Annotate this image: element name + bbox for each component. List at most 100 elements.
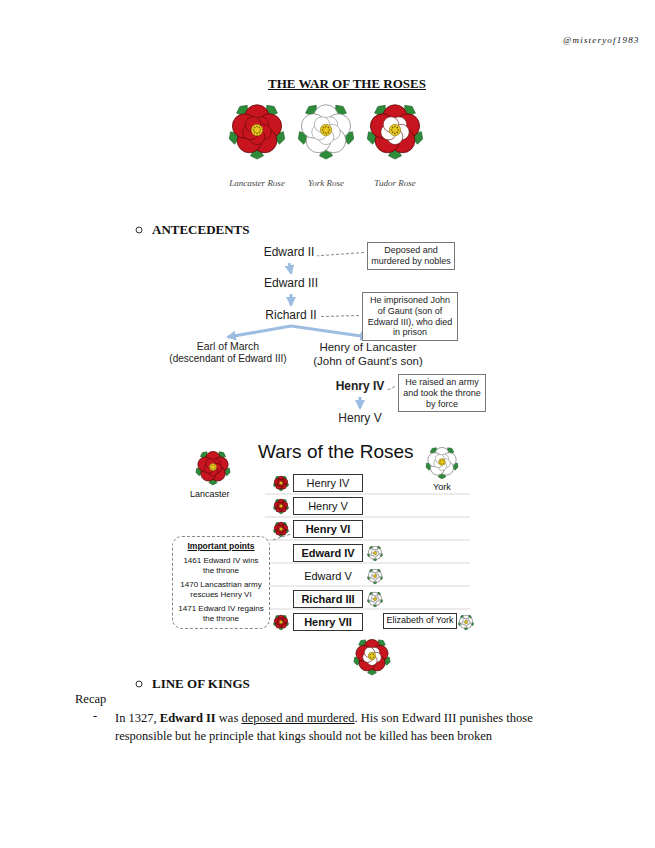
bullet-text: deposed and murdered — [241, 711, 354, 725]
list-bullet — [136, 681, 142, 687]
rose-seed — [373, 654, 374, 655]
callout-box: He raised an army and took the throne by… — [398, 374, 486, 412]
rose-seed — [211, 465, 213, 467]
rose-inner-petal — [372, 549, 376, 553]
rose-seed — [322, 129, 324, 131]
node-subtext: 1470 Lancastrian army rescues Henry VI — [177, 580, 265, 600]
rose-centre — [368, 652, 375, 659]
rose-centre — [320, 124, 331, 135]
king-box: Richard III — [293, 590, 363, 608]
rose-inner-petal — [278, 525, 282, 529]
rose-icon — [298, 105, 353, 159]
node-text: Edward III — [264, 276, 318, 291]
rose-seed — [439, 461, 441, 463]
rose-seed — [443, 461, 445, 463]
rose-seed — [392, 132, 394, 134]
node-text: Henry of Lancaster — [313, 340, 423, 354]
rose-seed — [441, 463, 443, 465]
house-label: Lancaster — [190, 489, 230, 499]
rose-icon — [459, 615, 474, 630]
section-heading: LINE OF KINGS — [152, 676, 250, 692]
rose-seed — [370, 654, 371, 655]
rose-seed — [325, 133, 327, 135]
rose-inner-petal — [372, 572, 376, 576]
rose-centre — [279, 620, 282, 623]
node-text: Deposed and murdered by nobles — [371, 245, 451, 267]
row-rule — [265, 540, 470, 541]
node-subtext: 1461 Edward IV wins the throne — [177, 556, 265, 576]
bullet-text: Edward II — [160, 711, 216, 725]
rose-inner-petal — [278, 618, 282, 622]
callout-box: He imprisoned John of Gaunt (son of Edwa… — [362, 292, 458, 341]
rose-seed — [440, 462, 442, 464]
rose-centre — [209, 463, 216, 470]
rose-icon — [367, 105, 422, 159]
descent-arrow — [291, 326, 368, 337]
node-subtext: 1471 Edward IV regains the throne — [177, 604, 265, 624]
rose-seed — [371, 653, 372, 654]
king-box: Elizabeth of York — [383, 613, 457, 629]
page-title: THE WAR OF THE ROSES — [268, 76, 426, 92]
rose-seed — [394, 133, 396, 135]
rose-centre — [373, 574, 376, 577]
rose-seed — [328, 132, 330, 134]
rose-seed — [254, 132, 256, 134]
tree-name: Henry IV — [336, 379, 385, 394]
rose-seed — [212, 464, 214, 466]
list-dash: - — [93, 709, 97, 724]
house-label: York — [433, 482, 451, 492]
rose-seed — [259, 127, 261, 129]
leader-line — [320, 316, 359, 317]
node-subtext: (John of Gaunt's son) — [313, 354, 423, 368]
king-box: Henry VII — [293, 613, 363, 631]
chart-rules — [265, 494, 470, 609]
rose-seed — [259, 132, 261, 134]
watermark: @misteryof1983 — [563, 35, 640, 45]
row-rule — [265, 586, 470, 587]
node-text: Earl of March — [169, 340, 286, 353]
king-box: Henry IV — [293, 474, 363, 492]
rose-seed — [256, 126, 258, 128]
row-rule — [265, 494, 470, 495]
rose-caption: Lancaster Rose — [229, 178, 285, 188]
rose-centre — [279, 527, 282, 530]
bullet-text: was — [219, 711, 238, 725]
descent-arrow — [358, 397, 361, 408]
descent-arrow — [228, 326, 291, 337]
leader-line — [273, 534, 290, 540]
node-text: Richard II — [265, 308, 316, 323]
rose-seed — [370, 657, 371, 658]
king-box: Edward IV — [293, 544, 363, 562]
rose-seed — [323, 132, 325, 134]
bullet-text: In 1327, — [115, 711, 157, 725]
notes-callout: Important points1461 Edward IV wins the … — [172, 536, 270, 629]
rose-inner-petal — [463, 618, 467, 622]
rose-icon — [274, 522, 289, 537]
node-text: Edward IV — [296, 546, 360, 560]
rose-caption: Tudor Rose — [374, 178, 415, 188]
node-text: Edward II — [264, 245, 315, 260]
rose-inner-petal — [372, 595, 376, 599]
rose-seed — [391, 129, 393, 131]
list-bullet — [136, 227, 142, 233]
rose-seed — [394, 126, 396, 128]
bullet-paragraph: In 1327,Edward IIwasdeposed and murdered… — [115, 709, 560, 745]
rose-icon — [354, 640, 390, 676]
node-text: Richard III — [296, 592, 360, 606]
king-box: Henry V — [293, 497, 363, 515]
rose-centre — [279, 481, 282, 484]
rose-seed — [254, 127, 256, 129]
tree-name: Earl of March(descendant of Edward III) — [169, 340, 286, 366]
rose-seed — [210, 466, 212, 468]
node-text: He raised an army and took the throne by… — [402, 377, 482, 409]
rose-icon — [196, 451, 230, 484]
leader-line — [387, 387, 395, 391]
rose-seed — [213, 465, 215, 467]
rose-centre — [373, 551, 376, 554]
node-text: Henry IV — [296, 476, 360, 490]
rose-seed — [398, 129, 400, 131]
rose-icon — [368, 546, 383, 561]
rose-icon — [368, 592, 383, 607]
rose-seed — [442, 462, 444, 464]
rose-seed — [211, 467, 213, 469]
